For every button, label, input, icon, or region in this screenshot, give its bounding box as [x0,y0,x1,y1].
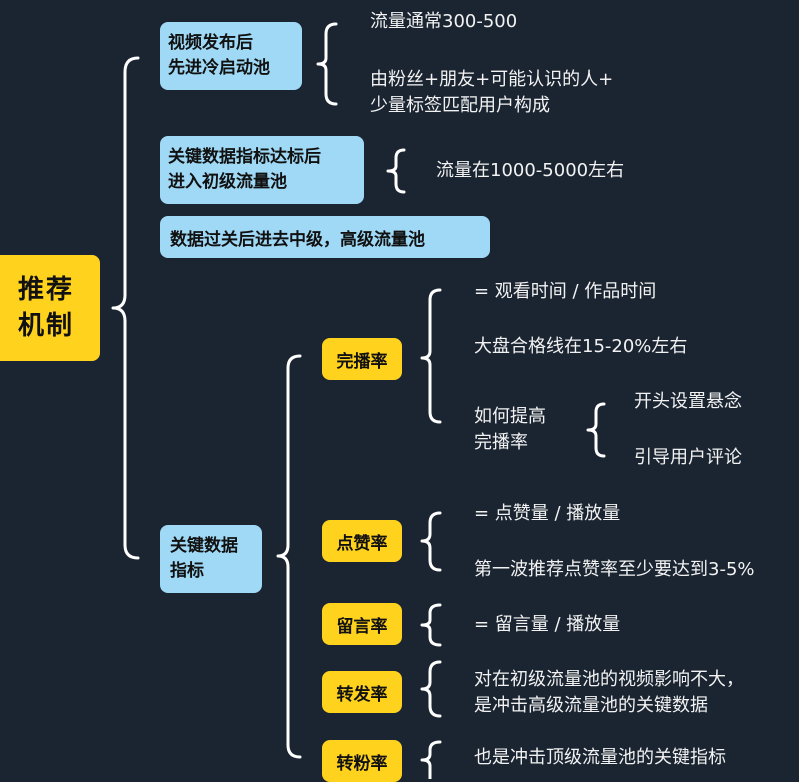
follow-rate-node: 转粉率 [322,740,402,782]
completion-improve-label: 如何提高 完播率 [474,406,546,453]
completion-brace [420,288,442,424]
completion-rate-label: 完播率 [336,351,388,372]
like-formula: = 点赞量 / 播放量 [474,503,621,524]
completion-rate-node: 完播率 [322,338,402,380]
root-label: 推荐 机制 [18,275,75,341]
metrics-node: 关键数据 指标 [160,525,262,593]
primary-pool-node: 关键数据指标达标后 进入初级流量池 [160,136,364,204]
higher-pool-label: 数据过关后进去中级，高级流量池 [170,229,425,250]
improve-brace [586,402,606,458]
share-rate-label: 转发率 [336,684,388,705]
metrics-brace [276,354,302,759]
comment-rate-node: 留言率 [322,603,402,645]
improve-item-comments: 引导用户评论 [634,447,742,468]
root-brace [111,56,140,560]
completion-benchmark: 大盘合格线在15-20%左右 [474,336,688,357]
comments-brace [420,603,442,647]
likes-brace [420,511,442,572]
cold-pool-label: 视频发布后 先进冷启动池 [168,33,270,78]
like-rate-label: 点赞率 [336,533,388,554]
follows-brace [420,740,442,779]
completion-formula: = 观看时间 / 作品时间 [474,281,657,302]
metrics-label: 关键数据 指标 [170,536,238,581]
primary-pool-traffic: 流量在1000-5000左右 [436,160,625,181]
follow-note: 也是冲击顶级流量池的关键指标 [474,747,726,768]
cold-pool-brace [316,22,338,106]
primary-pool-brace [386,148,406,194]
root-node: 推荐 机制 [0,255,100,361]
comment-formula: = 留言量 / 播放量 [474,614,621,635]
shares-brace [420,660,442,718]
share-note: 对在初级流量池的视频影响不大， 是冲击高级流量池的关键数据 [474,669,744,716]
like-threshold: 第一波推荐点赞率至少要达到3-5% [474,559,755,580]
comment-rate-label: 留言率 [336,616,388,637]
primary-pool-label: 关键数据指标达标后 进入初级流量池 [168,147,321,192]
cold-pool-traffic: 流量通常300-500 [370,11,518,32]
cold-pool-node: 视频发布后 先进冷启动池 [160,22,302,90]
higher-pool-node: 数据过关后进去中级，高级流量池 [160,216,490,258]
like-rate-node: 点赞率 [322,520,402,562]
improve-item-suspense: 开头设置悬念 [634,391,742,412]
share-rate-node: 转发率 [322,671,402,713]
follow-rate-label: 转粉率 [336,753,388,774]
cold-pool-audience: 由粉丝+朋友+可能认识的人+ 少量标签匹配用户构成 [370,69,614,116]
